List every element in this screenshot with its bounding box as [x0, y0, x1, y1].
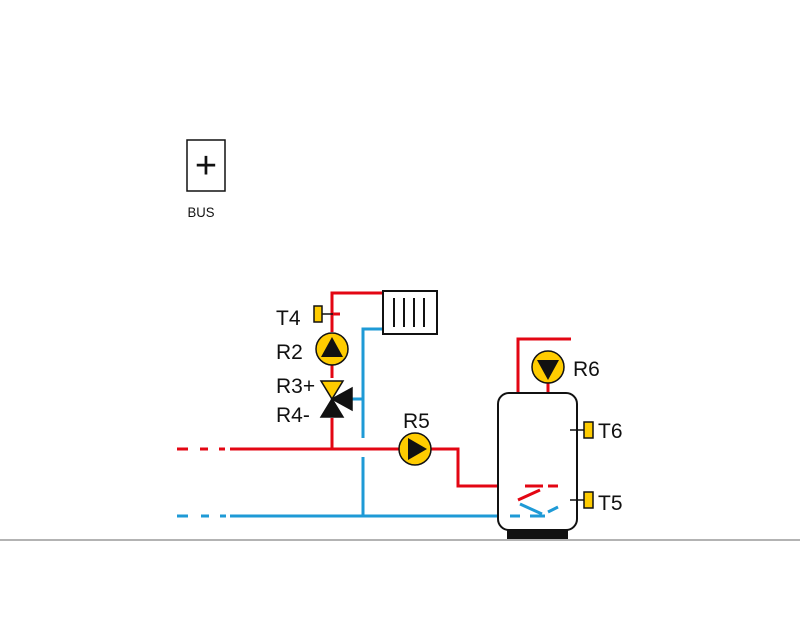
storage-tank-icon [497, 392, 578, 539]
mixing-valve-icon [319, 380, 353, 418]
bus-plus-symbol: + [195, 145, 217, 187]
heat-exchanger-coil-icon [510, 484, 559, 518]
label-t5: T5 [598, 492, 623, 515]
label-r4: R4- [276, 404, 310, 427]
bus-connector-icon: + [186, 139, 226, 192]
pump-icon [531, 350, 565, 384]
temperature-sensor-icon [570, 491, 594, 509]
pump-icon [398, 432, 432, 466]
label-r3: R3+ [276, 375, 315, 398]
bus-label: BUS [188, 204, 215, 220]
label-r5: R5 [403, 410, 430, 433]
temperature-sensor-icon [313, 305, 333, 323]
return-pipes [177, 327, 510, 518]
temperature-sensor-icon [570, 421, 594, 439]
label-r2: R2 [276, 341, 303, 364]
radiator-icon [382, 290, 438, 335]
label-t4: T4 [276, 307, 301, 330]
pump-icon [315, 332, 349, 366]
label-t6: T6 [598, 420, 623, 443]
label-r6: R6 [573, 358, 600, 381]
